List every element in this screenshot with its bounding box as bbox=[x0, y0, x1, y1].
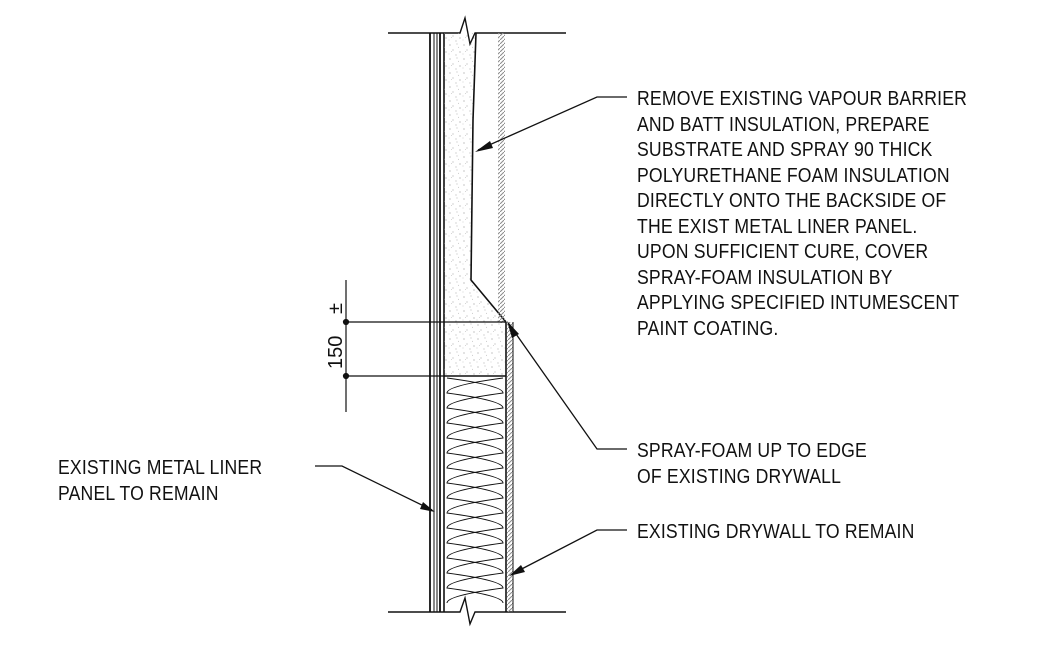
dimension-tolerance: ± bbox=[325, 303, 347, 314]
batt-wave-1 bbox=[446, 377, 504, 604]
dimension-150 bbox=[342, 280, 506, 412]
existing-drywall bbox=[505, 322, 514, 612]
leader-metal-liner bbox=[315, 465, 433, 511]
dimension-value: 150 bbox=[325, 336, 347, 369]
note-metal-liner: EXISTING METAL LINER PANEL TO REMAIN bbox=[58, 456, 263, 505]
batt-insulation bbox=[446, 377, 504, 604]
leader-spray-foam-edge bbox=[508, 323, 627, 450]
note-drywall: EXISTING DRYWALL TO REMAIN bbox=[637, 520, 915, 543]
leader-spray-foam-main bbox=[477, 96, 627, 151]
note-spray-foam-edge: SPRAY-FOAM UP TO EDGE OF EXISTING DRYWAL… bbox=[637, 439, 867, 488]
bottom-break-line bbox=[388, 595, 566, 627]
arrowhead-drywall bbox=[509, 565, 525, 576]
arrowhead-spray-foam-edge bbox=[507, 321, 519, 338]
upper-hatch-strip bbox=[498, 33, 505, 323]
spray-foam-profile-line bbox=[470, 32, 507, 323]
spray-foam-insulation bbox=[444, 33, 506, 376]
leader-drywall bbox=[511, 529, 627, 575]
arrowhead-spray-foam-main bbox=[475, 141, 493, 152]
arrowhead-metal-liner bbox=[420, 502, 435, 512]
batt-wave-2 bbox=[446, 377, 504, 604]
note-spray-foam-main: REMOVE EXISTING VAPOUR BARRIER AND BATT … bbox=[637, 87, 968, 340]
top-break-line bbox=[388, 15, 566, 47]
